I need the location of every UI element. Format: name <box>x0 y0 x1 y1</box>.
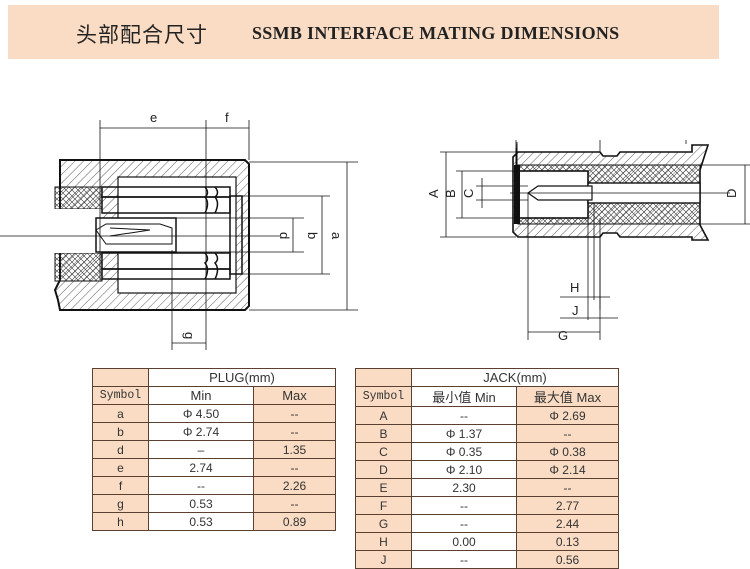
jack-min-cell: -- <box>411 406 517 425</box>
jack-table-title: JACK(mm) <box>411 368 619 387</box>
jack-symbol-cell: H <box>355 532 412 551</box>
jack-symbol-cell: A <box>355 406 412 425</box>
plug-symbol-cell: a <box>92 404 149 423</box>
dim-label-D: D <box>724 189 739 198</box>
jack-dimensions-table: JACK(mm) Symbol 最小值 Min 最大值 Max A--Φ 2.6… <box>355 368 619 569</box>
dim-label-A: A <box>426 189 441 198</box>
plug-table-row: f--2.26 <box>92 476 336 495</box>
plug-min-cell: 0.53 <box>148 512 254 531</box>
jack-max-cell: -- <box>516 424 619 443</box>
plug-min-cell: Φ 4.50 <box>148 404 254 423</box>
plug-dimension-lines <box>99 120 358 350</box>
jack-symbol-cell: E <box>355 478 412 497</box>
jack-symbol-cell: D <box>355 460 412 479</box>
dim-label-g: g <box>182 332 197 339</box>
jack-symbol-cell: F <box>355 496 412 515</box>
plug-max-cell: 2.26 <box>253 476 336 495</box>
jack-max-cell: 2.77 <box>516 496 619 515</box>
jack-symbol-cell: G <box>355 514 412 533</box>
plug-symbol-cell: b <box>92 422 149 441</box>
dim-label-H: H <box>570 280 579 295</box>
plug-symbol-cell: h <box>92 512 149 531</box>
jack-max-cell: 0.13 <box>516 532 619 551</box>
plug-max-cell: 0.89 <box>253 512 336 531</box>
plug-contact-fingers <box>101 186 243 280</box>
jack-max-header: 最大值 Max <box>516 386 619 407</box>
plug-dielectric-bottom <box>54 252 103 282</box>
plug-min-header: Min <box>148 386 254 405</box>
plug-max-cell: -- <box>253 404 336 423</box>
plug-symbol-cell: e <box>92 458 149 477</box>
dim-label-G: G <box>558 328 568 343</box>
jack-max-cell: 2.44 <box>516 514 619 533</box>
jack-table-row: A--Φ 2.69 <box>355 406 619 425</box>
jack-min-cell: Φ 0.35 <box>411 442 517 461</box>
jack-cross-section-drawing: F E A B C D H J G <box>426 140 750 343</box>
jack-min-cell: -- <box>411 550 517 569</box>
jack-min-header: 最小值 Min <box>411 386 517 407</box>
dim-label-C: C <box>461 189 476 198</box>
plug-max-cell: 1.35 <box>253 440 336 459</box>
dim-label-f: f <box>225 110 229 125</box>
dim-label-a: a <box>329 232 344 240</box>
dim-label-b: b <box>305 232 320 239</box>
title-chinese: 头部配合尺寸 <box>76 23 208 47</box>
title-banner: 头部配合尺寸 SSMB INTERFACE MATING DIMENSIONS <box>8 5 719 59</box>
dim-label-e: e <box>150 110 157 125</box>
plug-symbol-cell: d <box>92 440 149 459</box>
dim-label-d: d <box>277 232 292 239</box>
plug-table-row: d–1.35 <box>92 440 336 459</box>
plug-dielectric-top <box>54 186 103 210</box>
plug-min-cell: -- <box>148 476 254 495</box>
jack-symbol-header: Symbol <box>355 386 412 407</box>
jack-max-cell: Φ 0.38 <box>516 442 619 461</box>
jack-max-cell: Φ 2.14 <box>516 460 619 479</box>
plug-max-cell: -- <box>253 422 336 441</box>
jack-table-row: J--0.56 <box>355 550 619 569</box>
dim-label-J: J <box>572 303 579 318</box>
jack-symbol-cell: C <box>355 442 412 461</box>
plug-table-corner <box>92 368 149 387</box>
plug-min-cell: 2.74 <box>148 458 254 477</box>
plug-symbol-header: Symbol <box>92 386 149 405</box>
jack-symbol-cell: J <box>355 550 412 569</box>
jack-max-cell: -- <box>516 478 619 497</box>
jack-min-cell: -- <box>411 514 517 533</box>
jack-min-cell: 0.00 <box>411 532 517 551</box>
plug-center-pin <box>95 217 177 253</box>
title-english: SSMB INTERFACE MATING DIMENSIONS <box>252 23 620 43</box>
plug-min-cell: Φ 2.74 <box>148 422 254 441</box>
jack-min-cell: 2.30 <box>411 478 517 497</box>
jack-table-corner <box>355 368 412 387</box>
plug-max-cell: -- <box>253 494 336 513</box>
dim-label-B: B <box>443 189 458 198</box>
jack-max-cell: 0.56 <box>516 550 619 569</box>
jack-symbol-cell: B <box>355 424 412 443</box>
plug-symbol-cell: f <box>92 476 149 495</box>
plug-max-cell: -- <box>253 458 336 477</box>
jack-min-cell: -- <box>411 496 517 515</box>
jack-max-cell: Φ 2.69 <box>516 406 619 425</box>
plug-cross-section-drawing: e f d b a g <box>0 110 358 350</box>
jack-min-cell: Φ 2.10 <box>411 460 517 479</box>
plug-min-cell: 0.53 <box>148 494 254 513</box>
plug-table-title: PLUG(mm) <box>148 368 336 387</box>
plug-max-header: Max <box>253 386 336 405</box>
jack-table-row: F--2.77 <box>355 496 619 515</box>
plug-min-cell: – <box>148 440 254 459</box>
plug-symbol-cell: g <box>92 494 149 513</box>
jack-min-cell: Φ 1.37 <box>411 424 517 443</box>
jack-table-row: G--2.44 <box>355 514 619 533</box>
